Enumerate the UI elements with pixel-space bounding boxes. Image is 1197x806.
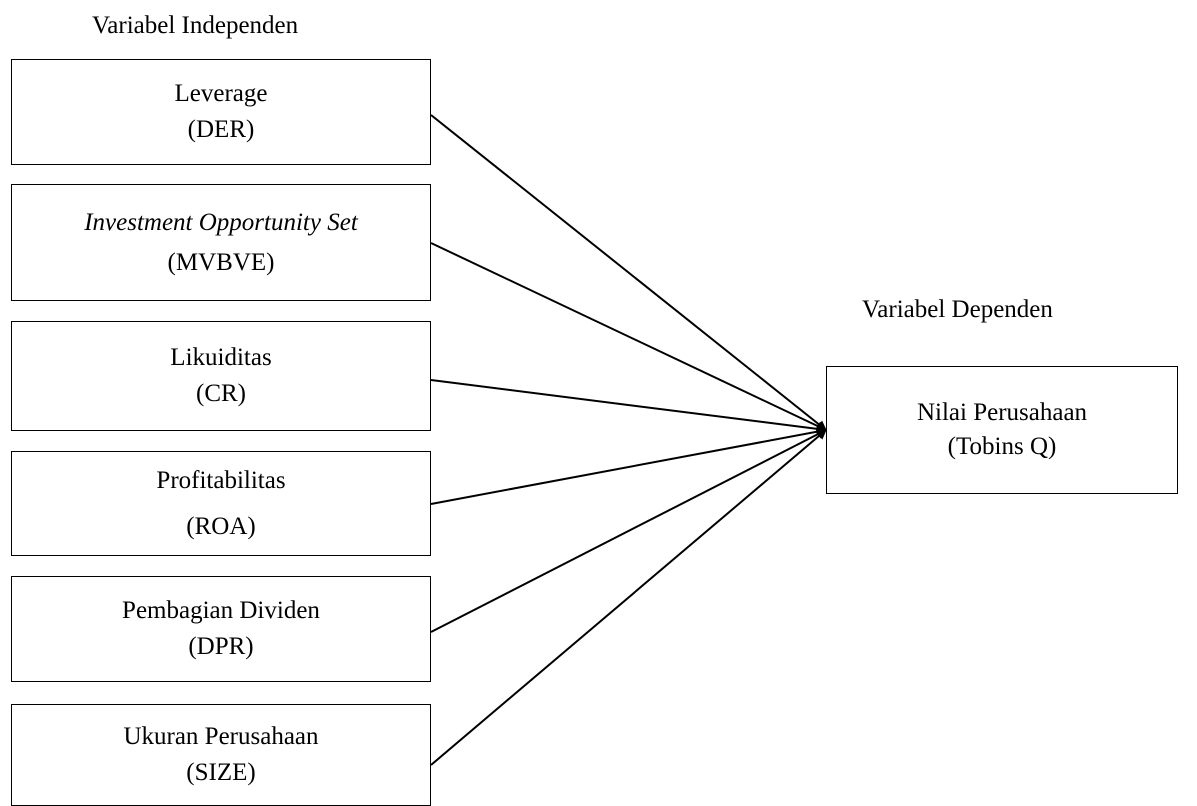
variable-box-firm-value: Nilai Perusahaan (Tobins Q)	[826, 366, 1178, 494]
variable-measure: (ROA)	[186, 512, 256, 540]
variable-measure: (DPR)	[188, 633, 254, 660]
variable-name: Investment Opportunity Set	[84, 208, 358, 236]
arrow-liquidity-to-value	[430, 379, 827, 434]
variable-box-leverage: Leverage (DER)	[11, 59, 431, 165]
variable-name: Pembagian Dividen	[122, 597, 320, 624]
independent-variables-heading: Variabel Independen	[92, 12, 299, 39]
variable-box-dividend-payout: Pembagian Dividen (DPR)	[11, 576, 431, 682]
variable-measure: (SIZE)	[186, 759, 256, 786]
arrow-dividend-to-value	[430, 429, 827, 633]
variable-measure: (CR)	[196, 380, 246, 407]
variable-box-firm-size: Ukuran Perusahaan (SIZE)	[11, 704, 431, 806]
variable-name: Ukuran Perusahaan	[123, 723, 319, 750]
variable-box-investment-opportunity-set: Investment Opportunity Set (MVBVE)	[11, 184, 431, 301]
arrow-leverage-to-value	[430, 114, 827, 431]
dependent-variable-heading: Variabel Dependen	[862, 296, 1053, 323]
variable-measure: (DER)	[187, 116, 255, 143]
variable-measure: (Tobins Q)	[947, 433, 1057, 460]
arrow-ios-to-value	[430, 242, 827, 431]
variable-name: Nilai Perusahaan	[916, 399, 1088, 426]
variable-measure: (MVBVE)	[167, 248, 275, 276]
arrow-size-to-value	[430, 429, 827, 766]
arrow-profitability-to-value	[430, 426, 827, 505]
variable-name: Leverage	[174, 80, 268, 107]
variable-box-profitability: Profitabilitas (ROA)	[11, 451, 431, 556]
variable-box-liquidity: Likuiditas (CR)	[11, 321, 431, 431]
variable-name: Likuiditas	[170, 344, 272, 371]
variable-name: Profitabilitas	[156, 466, 286, 494]
